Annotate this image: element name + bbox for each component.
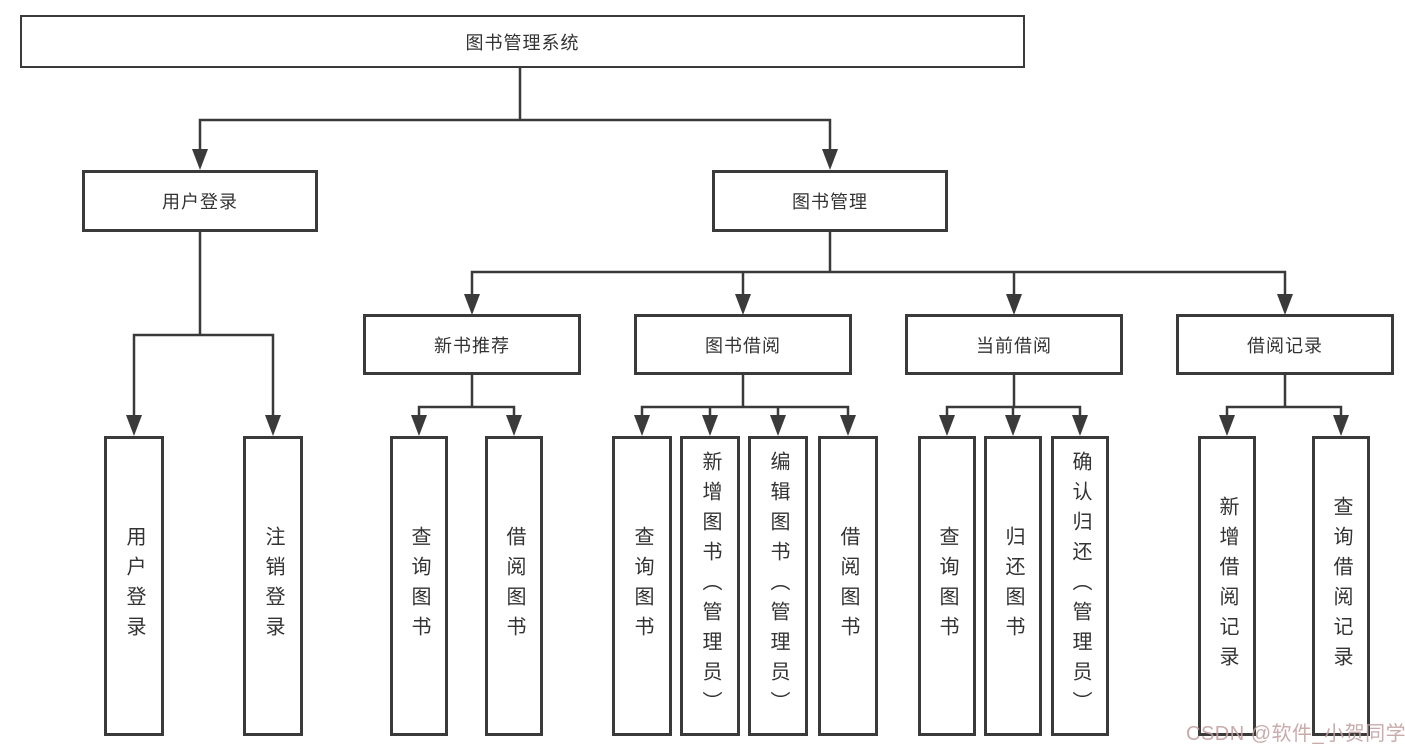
leaf-newbook-borrow-books-label: 借阅图书	[503, 526, 525, 646]
node-current-borrow: 当前借阅	[905, 314, 1123, 375]
leaf-add-borrow-record: 新增借阅记录	[1198, 436, 1256, 736]
leaf-add-borrow-record-label: 新增借阅记录	[1216, 496, 1238, 676]
leaf-user-login: 用户登录	[104, 436, 164, 736]
leaf-borrow-query-books: 查询图书	[612, 436, 672, 736]
leaf-return-books-label: 归还图书	[1002, 526, 1024, 646]
leaf-newbook-query-books-label: 查询图书	[408, 526, 430, 646]
leaf-borrow-books-label: 借阅图书	[837, 526, 859, 646]
leaf-edit-books-admin-label: 编辑图书（管理员）	[767, 451, 789, 721]
node-new-book-recommend: 新书推荐	[363, 314, 581, 375]
leaf-add-books-admin-label: 新增图书（管理员）	[699, 451, 721, 721]
node-user-login: 用户登录	[82, 170, 318, 232]
node-borrow-record: 借阅记录	[1176, 314, 1394, 375]
csdn-watermark: CSDN @软件_小贺同学	[1186, 723, 1405, 745]
leaf-borrow-query-books-label: 查询图书	[631, 526, 653, 646]
leaf-return-books: 归还图书	[984, 436, 1042, 736]
leaf-current-query-books: 查询图书	[918, 436, 976, 736]
leaf-logout: 注销登录	[243, 436, 303, 736]
leaf-confirm-return-admin-label: 确认归还（管理员）	[1069, 451, 1091, 721]
leaf-confirm-return-admin: 确认归还（管理员）	[1051, 436, 1109, 736]
leaf-query-borrow-record: 查询借阅记录	[1312, 436, 1370, 736]
leaf-edit-books-admin: 编辑图书（管理员）	[748, 436, 808, 736]
node-book-borrow: 图书借阅	[634, 314, 852, 375]
leaf-current-query-books-label: 查询图书	[936, 526, 958, 646]
leaf-borrow-books: 借阅图书	[818, 436, 878, 736]
leaf-query-borrow-record-label: 查询借阅记录	[1330, 496, 1352, 676]
leaf-logout-label: 注销登录	[262, 526, 284, 646]
leaf-newbook-borrow-books: 借阅图书	[485, 436, 543, 736]
node-root-system: 图书管理系统	[20, 15, 1025, 68]
leaf-add-books-admin: 新增图书（管理员）	[680, 436, 740, 736]
leaf-newbook-query-books: 查询图书	[390, 436, 448, 736]
leaf-user-login-label: 用户登录	[123, 526, 145, 646]
node-book-management: 图书管理	[712, 170, 948, 232]
